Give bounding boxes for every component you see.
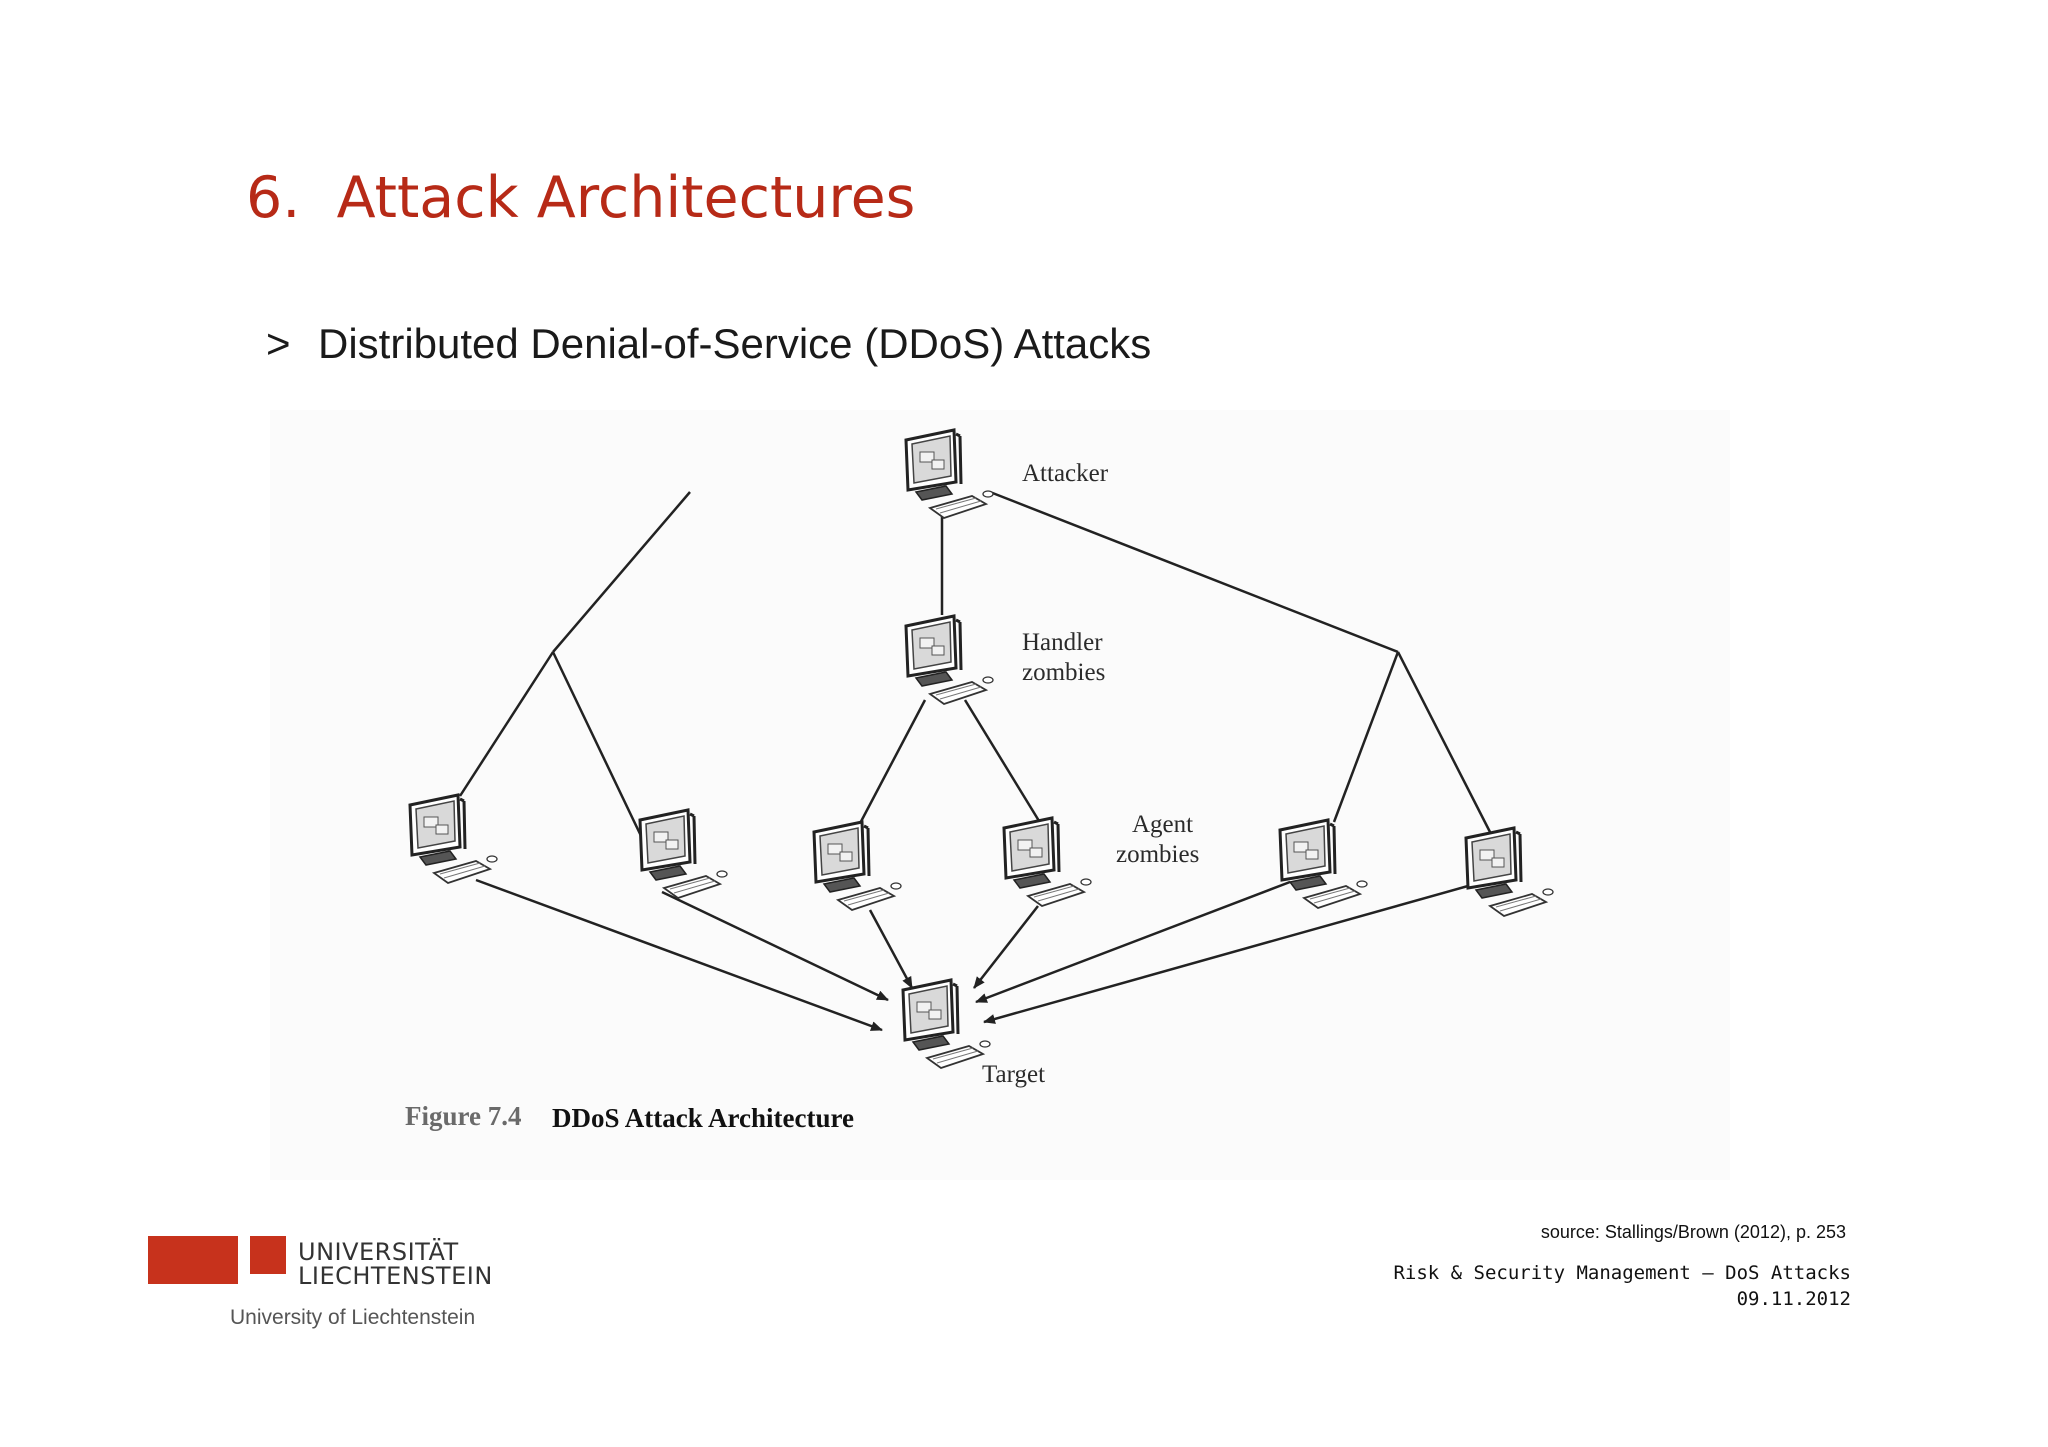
footer-date: 09.11.2012 — [1736, 1288, 1851, 1310]
figure-caption-number: Figure 7.4 — [405, 1101, 522, 1131]
agent-computer-icon-3 — [812, 820, 903, 912]
footer-course: Risk & Security Management – DoS Attacks — [1393, 1262, 1851, 1284]
edge-handler-right-agent-6 — [1396, 651, 1492, 833]
label-agent-line2: zombies — [1116, 841, 1199, 868]
attacker-computer-icon — [904, 428, 995, 520]
university-logo: UNIVERSITÄT LIECHTENSTEIN University of … — [148, 1236, 528, 1336]
source-citation: source: Stallings/Brown (2012), p. 253 — [1540, 1222, 1846, 1242]
logo-name-english: University of Liechtenstein — [230, 1306, 476, 1329]
diagram-figure: Attacker Handler zombies Agent zombies T… — [270, 410, 1730, 1180]
agent-computer-icon-2 — [638, 808, 729, 900]
label-handler-line1: Handler — [1022, 629, 1103, 656]
footer: Risk & Security Management – DoS Attacks… — [1393, 1260, 1851, 1312]
edge-handler-left-agent-2 — [551, 651, 644, 839]
target-computer-icon — [901, 978, 992, 1070]
label-attacker: Attacker — [1022, 460, 1109, 487]
agent-computer-icon-5 — [1278, 818, 1369, 910]
bullet-text: Distributed Denial-of-Service (DDoS) Att… — [318, 320, 1152, 367]
edge-agent-1-target — [475, 878, 883, 1032]
edge-agent-2-target — [661, 890, 889, 1002]
edges — [458, 490, 1492, 1032]
label-agent-line1: Agent — [1132, 811, 1193, 838]
agent-computer-icon-1 — [408, 793, 499, 885]
label-handler-line2: zombies — [1022, 659, 1105, 686]
nodes — [408, 428, 1555, 1070]
agent-computer-icon-4 — [1002, 816, 1093, 908]
label-target: Target — [982, 1061, 1045, 1088]
edge-agent-6-target — [983, 884, 1469, 1024]
figure-caption-title: DDoS Attack Architecture — [552, 1103, 854, 1133]
edge-agent-5-target — [975, 880, 1291, 1004]
bullet-item: > Distributed Denial-of-Service (DDoS) At… — [266, 323, 1151, 365]
edge-agent-4-target — [973, 905, 1039, 989]
bullet-marker: > — [266, 320, 291, 367]
logo-name-line2: LIECHTENSTEIN — [298, 1262, 493, 1290]
handler-computer-icon — [904, 614, 995, 706]
edge-handler-right-agent-5 — [1332, 651, 1400, 823]
logo-bar-large — [148, 1236, 238, 1284]
logo-name-line1: UNIVERSITÄT — [298, 1238, 459, 1266]
edge-handler-center-agent-4 — [963, 699, 1049, 835]
edge-attacker-handler-left — [552, 491, 691, 653]
slide-title: 6. Attack Architectures — [246, 165, 916, 231]
agent-computer-icon-6 — [1464, 826, 1555, 918]
edge-handler-left-agent-1 — [458, 651, 555, 797]
edge-agent-3-target — [868, 909, 914, 989]
ddos-diagram: Attacker Handler zombies Agent zombies T… — [405, 428, 1555, 1133]
edge-attacker-handler-right — [989, 490, 1399, 654]
logo-bar-small — [250, 1236, 286, 1274]
